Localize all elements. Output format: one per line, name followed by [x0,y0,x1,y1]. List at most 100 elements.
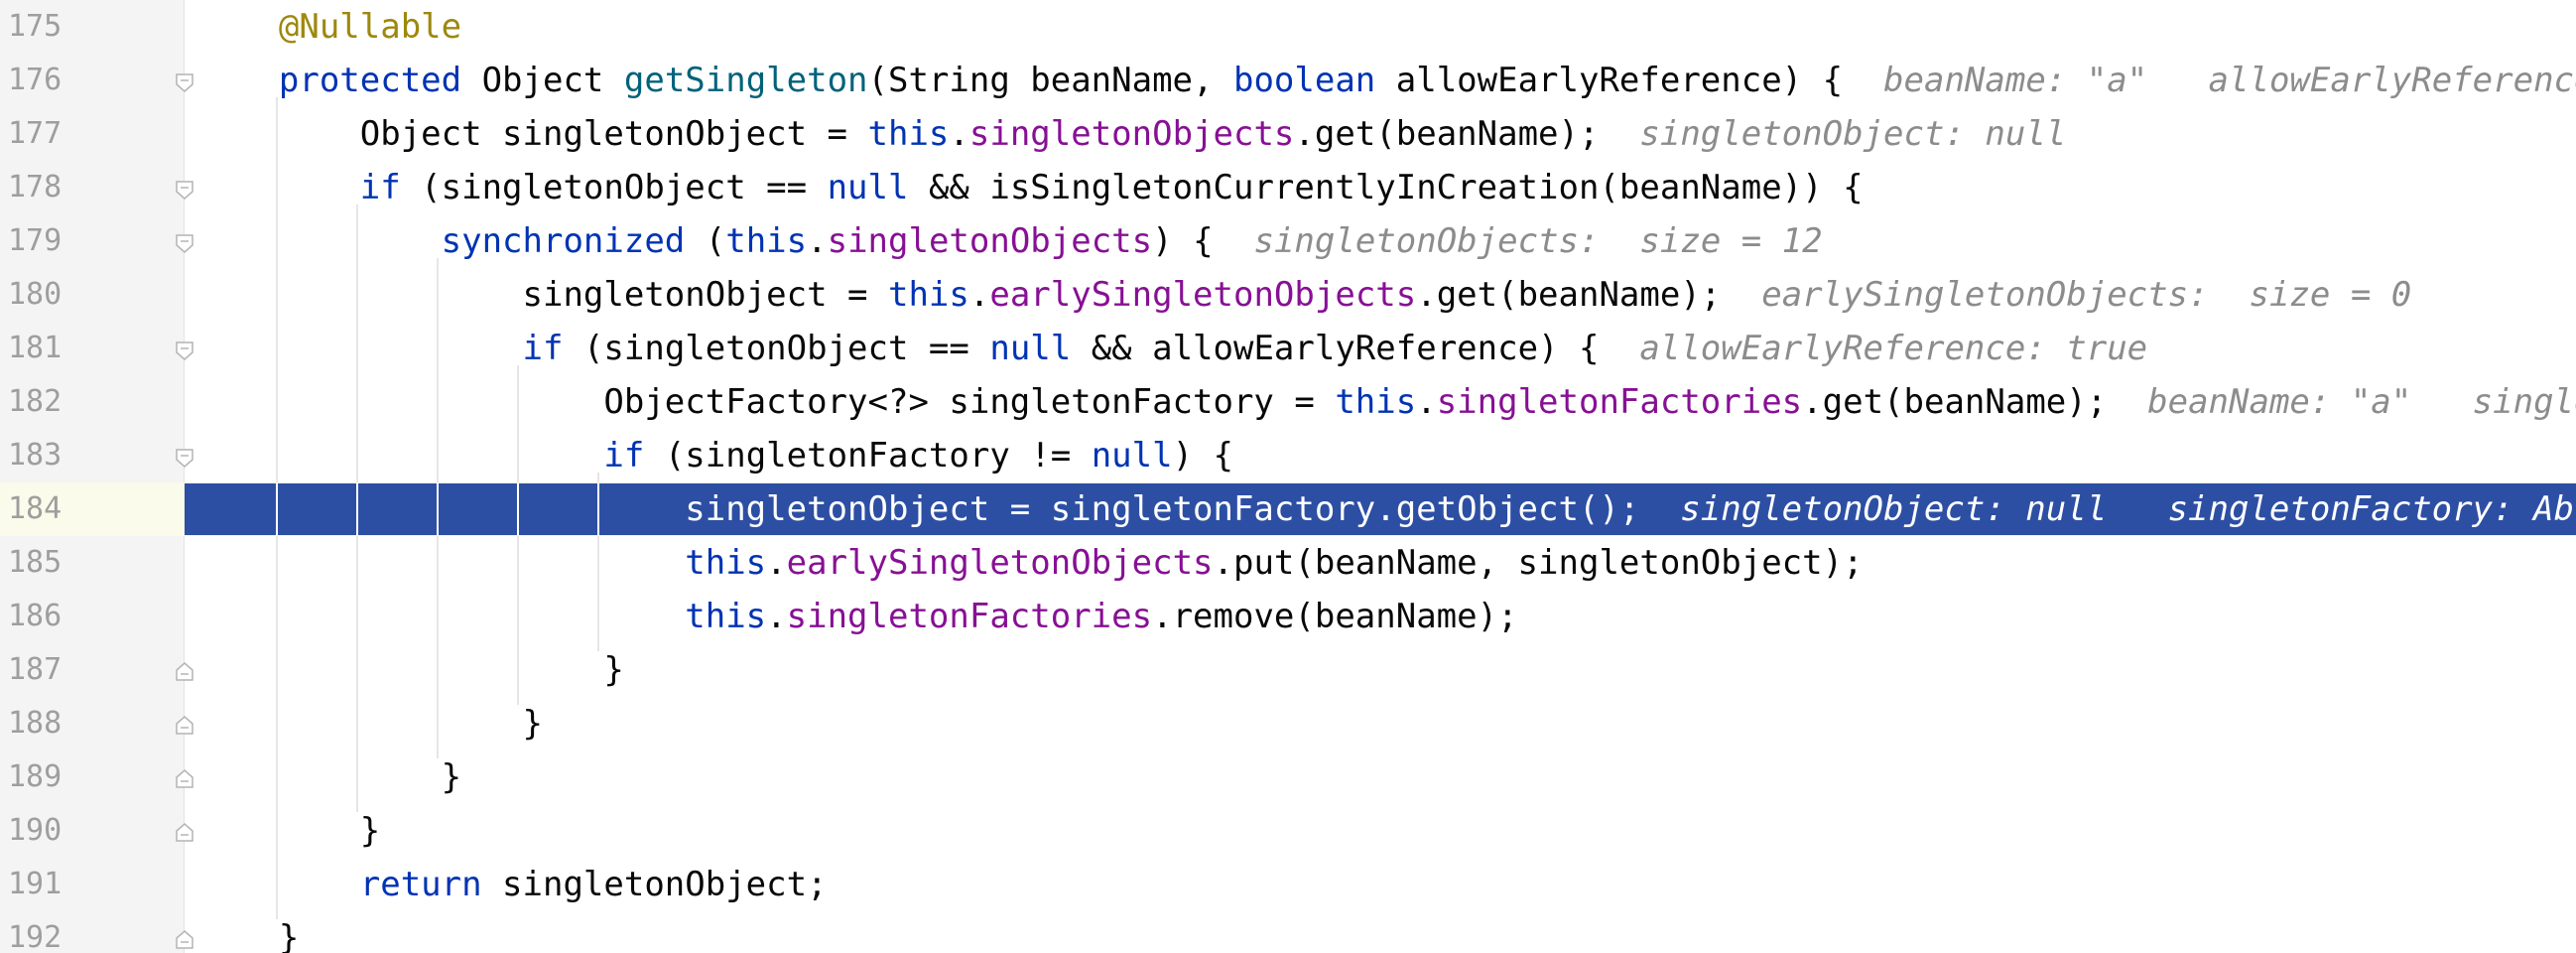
code-text[interactable]: } [197,812,380,850]
code-line[interactable]: 191 return singletonObject; [0,858,2576,911]
line-number[interactable]: 176 [8,63,63,97]
code-token: singletonObject = singletonFactory.getOb… [197,489,1640,529]
code-line[interactable]: 177 Object singletonObject = this.single… [0,107,2576,161]
line-number[interactable]: 183 [8,438,63,473]
keyword-token: if [197,329,564,368]
code-text[interactable]: Object singletonObject = this.singletonO… [197,114,2067,154]
code-line[interactable]: 179 synchronized (this.singletonObjects)… [0,214,2576,268]
line-number[interactable]: 188 [8,706,63,741]
code-line[interactable]: 192 } [0,911,2576,953]
code-token: (singletonObject == [563,329,990,368]
code-line[interactable]: 182 ObjectFactory<?> singletonFactory = … [0,375,2576,429]
code-text[interactable]: if (singletonObject == null && allowEarl… [197,329,2148,368]
inline-debug-value[interactable]: singletonObjects: size = 12 [1213,221,1823,261]
code-line[interactable]: 178 if (singletonObject == null && isSin… [0,161,2576,214]
line-number[interactable]: 178 [8,170,63,204]
line-number[interactable]: 179 [8,223,63,258]
code-token: ( [685,221,726,261]
code-text[interactable]: return singletonObject; [197,866,828,903]
code-text[interactable]: this.earlySingletonObjects.put(beanName,… [197,544,1863,582]
code-text[interactable]: singletonObject = this.earlySingletonObj… [197,275,2412,315]
inline-debug-value[interactable]: allowEarlyReference: true [1599,329,2148,368]
fold-collapse-icon[interactable] [174,71,195,93]
code-token: && isSingletonCurrentlyInCreation(beanNa… [908,168,1864,207]
line-number[interactable]: 191 [8,867,63,901]
line-number[interactable]: 184 [8,491,63,526]
code-line[interactable]: 180 singletonObject = this.earlySingleto… [0,268,2576,322]
line-number[interactable]: 181 [8,331,63,365]
line-number[interactable]: 185 [8,545,63,580]
code-token: } [197,704,543,744]
fold-end-icon[interactable] [174,822,195,844]
code-line[interactable]: 185 this.earlySingletonObjects.put(beanN… [0,536,2576,590]
keyword-token: if [197,436,645,476]
inline-debug-value[interactable]: beanName: "a" allowEarlyReference: [1843,61,2576,100]
field-token: earlySingletonObjects [989,275,1417,315]
inline-debug-value[interactable]: singletonObject: null singletonFactory: … [1639,489,2576,529]
code-token: ) { [1152,221,1214,261]
code-text[interactable]: this.singletonFactories.remove(beanName)… [197,597,1518,636]
fold-collapse-icon[interactable] [174,179,195,201]
code-line[interactable]: 181 if (singletonObject == null && allow… [0,322,2576,375]
code-line[interactable]: 186 this.singletonFactories.remove(beanN… [0,590,2576,643]
code-token: .get(beanName); [1294,114,1600,154]
code-token: . [766,597,787,636]
inline-debug-value[interactable]: beanName: "a" singlet [2107,382,2576,422]
code-line[interactable]: 190 } [0,804,2576,858]
code-text[interactable]: } [197,705,543,743]
fold-collapse-icon[interactable] [174,340,195,361]
code-text[interactable]: if (singletonFactory != null) { [197,437,1233,475]
code-token: && allowEarlyReference) { [1071,329,1600,368]
code-line[interactable]: 188 } [0,697,2576,750]
code-token: (singletonObject == [400,168,828,207]
code-line[interactable]: 183 if (singletonFactory != null) { [0,429,2576,482]
fold-end-icon[interactable] [174,715,195,737]
code-line[interactable]: 175 @Nullable [0,0,2576,54]
code-text[interactable]: protected Object getSingleton(String bea… [197,62,2576,99]
indent-guide [597,483,599,535]
code-text[interactable]: synchronized (this.singletonObjects) { s… [197,222,1823,260]
fold-end-icon[interactable] [174,661,195,683]
code-token: (String beanName, [867,61,1233,100]
line-number[interactable]: 180 [8,277,63,312]
code-text[interactable]: singletonObject = singletonFactory.getOb… [197,490,2576,528]
line-number[interactable]: 189 [8,759,63,794]
code-line[interactable]: 176 protected Object getSingleton(String… [0,54,2576,107]
execution-point-line[interactable]: 184 singletonObject = singletonFactory.g… [0,482,2576,536]
code-token: .remove(beanName); [1152,597,1518,636]
line-number[interactable]: 177 [8,116,63,151]
line-number[interactable]: 182 [8,384,63,419]
code-line[interactable]: 189 } [0,750,2576,804]
keyword-token: null [1091,436,1173,476]
line-number[interactable]: 187 [8,652,63,687]
method-name-token: getSingleton [623,61,868,100]
code-text[interactable]: if (singletonObject == null && isSinglet… [197,169,1864,206]
inline-debug-value[interactable]: singletonObject: null [1599,114,2067,154]
code-token: . [968,275,990,315]
line-number[interactable]: 190 [8,813,63,848]
code-text[interactable]: @Nullable [197,8,461,46]
code-text[interactable]: ObjectFactory<?> singletonFactory = this… [197,383,2576,421]
line-number[interactable]: 186 [8,599,63,633]
keyword-token: boolean [1232,61,1376,100]
code-token: } [197,918,300,953]
field-token: singletonFactories [786,597,1153,636]
fold-collapse-icon[interactable] [174,447,195,469]
code-text[interactable]: } [197,758,461,796]
line-number[interactable]: 175 [8,9,63,44]
code-token: singletonObject = [197,275,888,315]
code-token: singletonObject; [481,865,828,904]
code-text[interactable]: } [197,651,623,689]
inline-debug-value[interactable]: earlySingletonObjects: size = 0 [1721,275,2412,315]
fold-end-icon[interactable] [174,768,195,790]
fold-collapse-icon[interactable] [174,232,195,254]
code-line[interactable]: 187 } [0,643,2576,697]
indent-guide [276,483,278,535]
keyword-token: return [197,865,482,904]
line-number[interactable]: 192 [8,920,63,953]
fold-end-icon[interactable] [174,929,195,951]
code-text[interactable]: } [197,919,299,953]
editor-gutter[interactable] [0,0,184,953]
annotation-token: @Nullable [197,7,462,47]
